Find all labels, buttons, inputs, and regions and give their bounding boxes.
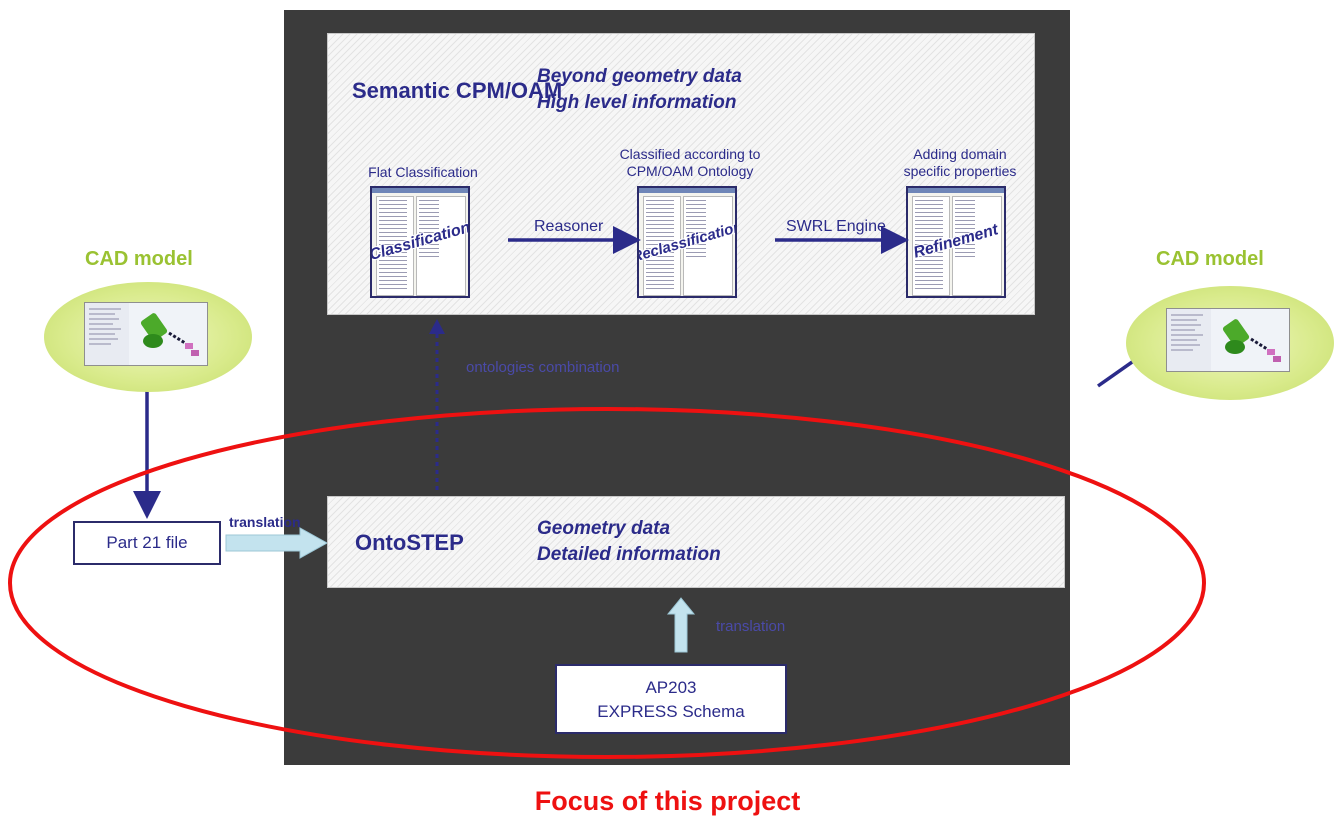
stage-caption-line: Flat Classification (368, 164, 478, 180)
detail-lines (686, 200, 706, 260)
detail-lines (955, 200, 975, 260)
ontologies-combination-label: ontologies combination (466, 359, 620, 376)
express-schema-label: EXPRESS Schema (597, 702, 745, 721)
semantic-subtitle-1: Beyond geometry data (537, 66, 742, 87)
ontostep-subtitle-2: Detailed information (537, 544, 721, 565)
detail-lines (419, 200, 439, 260)
tree-lines (915, 200, 943, 290)
swrl-label: SWRL Engine (786, 218, 886, 235)
translation-up-arrow (666, 597, 696, 653)
cad-model-right-title: CAD model (1156, 248, 1264, 270)
classification-screenshot: Classification (370, 186, 470, 298)
window-titlebar (639, 188, 735, 193)
window-titlebar (908, 188, 1004, 193)
semantic-subtitle-2: High level information (537, 92, 737, 113)
tree-lines (646, 200, 674, 290)
reclassification-screenshot: Reclassification (637, 186, 737, 298)
stage-caption-classification: Flat Classification (348, 164, 498, 181)
cad-model-left-title: CAD model (85, 248, 193, 270)
semantic-title: Semantic CPM/OAM (352, 78, 563, 103)
window-titlebar (372, 188, 468, 193)
ontostep-title: OntoSTEP (355, 530, 464, 555)
focus-of-project-label: Focus of this project (534, 786, 801, 816)
tree-lines (379, 200, 407, 290)
translation-block-arrow (225, 527, 329, 559)
cad-model-right-screenshot (1166, 308, 1290, 372)
ontostep-subtitle-1: Geometry data (537, 518, 671, 539)
stage-caption-line: CPM/OAM Ontology (626, 163, 754, 179)
stage-caption-refinement: Adding domain specific properties (890, 146, 1030, 180)
stage-caption-line: Classified according to (619, 146, 761, 162)
stage-caption-line: specific properties (903, 163, 1017, 179)
ontologies-combination-arrowhead (429, 319, 445, 334)
cad-model-left-screenshot (84, 302, 208, 366)
reasoner-label: Reasoner (534, 218, 604, 235)
stage-caption-reclassification: Classified according to CPM/OAM Ontology (600, 146, 780, 180)
part21-file-box: Part 21 file (73, 521, 221, 565)
cad-part-icon (1167, 309, 1281, 371)
refinement-screenshot: Refinement (906, 186, 1006, 298)
ap203-express-schema-box: AP203 EXPRESS Schema (555, 664, 787, 734)
translation-bottom-label: translation (716, 618, 786, 635)
ontostep-box (327, 496, 1065, 588)
stage-caption-line: Adding domain (913, 146, 1007, 162)
cad-part-icon (85, 303, 199, 365)
translation-left-label: translation (229, 514, 301, 530)
focus-ellipse (8, 407, 1206, 759)
ap203-label: AP203 (645, 678, 697, 697)
part21-file-label: Part 21 file (106, 533, 188, 552)
